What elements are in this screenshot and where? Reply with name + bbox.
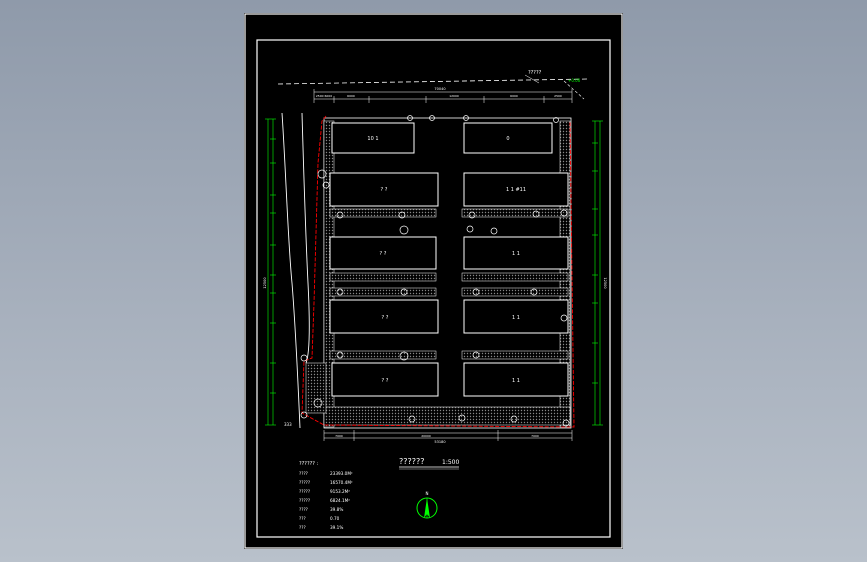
- drawing-sheet: ????? +0.00 70040 2500 6000 6000 12000 6…: [244, 13, 623, 549]
- right-dimension-chain: [592, 120, 603, 426]
- top-dim-2: 6000: [347, 94, 355, 98]
- buildings-layer: [329, 122, 569, 397]
- building-2[interactable]: [463, 122, 553, 154]
- top-dim-3: 12000: [449, 94, 459, 98]
- corner-label: 333: [284, 422, 292, 427]
- building-7[interactable]: [329, 299, 439, 334]
- road-line-right: [563, 80, 585, 100]
- legend-row-3-value: 9153.2M²: [330, 489, 350, 494]
- bottom-dimension-lines: [323, 430, 573, 441]
- north-label: N: [426, 491, 429, 496]
- building-5-label: ? ?: [380, 251, 387, 257]
- legend-row-1-value: 23393.0M²: [330, 471, 353, 476]
- legend-row-6-value: 0.70: [330, 516, 340, 521]
- building-10[interactable]: [463, 362, 569, 397]
- drawing-title: ??????: [399, 457, 424, 466]
- building-3-label: ? ?: [381, 187, 388, 193]
- legend-row-3-label: ?????: [299, 489, 310, 494]
- outer-frame: [244, 13, 623, 549]
- left-total-dim: 12500: [263, 277, 267, 288]
- legend-row-4-label: ?????: [299, 498, 310, 503]
- legend-row-7-label: ???: [299, 525, 306, 530]
- road-label: ?????: [528, 70, 542, 76]
- building-1-label: 10 1: [367, 136, 378, 142]
- left-road-edge-outer: [281, 112, 301, 429]
- left-dimension-ticks: [270, 138, 276, 394]
- building-8[interactable]: [463, 299, 569, 334]
- right-dimension-ticks: [592, 142, 598, 384]
- legend-row-4-value: 6824.1M²: [330, 498, 350, 503]
- building-6-label: 1 1: [512, 251, 520, 257]
- road-leader: [524, 74, 540, 84]
- building-labels: 10 1 0 ? ? 1 1 #11 ? ? 1 1 ? ? 1 1 ? ? 1…: [367, 136, 526, 384]
- building-7-label: ? ?: [382, 315, 389, 321]
- road-line: [277, 78, 590, 85]
- top-dim-1: 2500 6000: [316, 94, 332, 98]
- legend-heading: ?????? :: [299, 461, 319, 467]
- property-boundary: [301, 115, 575, 428]
- top-total-dim: 70040: [434, 87, 445, 91]
- bottom-dim-3: 7000: [531, 434, 539, 438]
- top-dim-4: 6000: [510, 94, 518, 98]
- building-8-label: 1 1: [512, 315, 520, 321]
- building-9-label: ? ?: [382, 378, 389, 384]
- legend-row-7-value: 39.1%: [330, 525, 343, 530]
- building-5[interactable]: [329, 236, 437, 270]
- inner-frame: [256, 39, 611, 538]
- left-road-edge-inner: [301, 112, 310, 364]
- building-2-label: 0: [506, 136, 509, 142]
- building-10-label: 1 1: [512, 378, 520, 384]
- building-4[interactable]: [463, 172, 569, 207]
- top-dim-5: 2500: [554, 94, 562, 98]
- building-3[interactable]: [329, 172, 439, 207]
- building-4-label: 1 1 #11: [506, 187, 526, 193]
- building-1[interactable]: [331, 122, 415, 154]
- legend-rows: ???? 23393.0M² ????? 16570.4M² ????? 915…: [299, 471, 353, 530]
- top-dimension-lines: [313, 89, 573, 103]
- north-arrow-icon: [416, 497, 438, 519]
- legend-row-5-label: ????: [299, 507, 308, 512]
- right-total-dim: 12500: [603, 277, 607, 288]
- legend-row-5-value: 39.8%: [330, 507, 343, 512]
- building-9[interactable]: [331, 362, 439, 397]
- building-6[interactable]: [463, 236, 569, 270]
- legend-row-2-label: ?????: [299, 480, 310, 485]
- left-dimension-chain: [265, 118, 276, 426]
- legend-row-6-label: ???: [299, 516, 306, 521]
- bottom-dim-2: 20000: [421, 434, 431, 438]
- tree-symbols: [300, 115, 570, 427]
- bottom-total-dim: 53180: [434, 440, 445, 444]
- legend-row-1-label: ????: [299, 471, 308, 476]
- bottom-dim-1: 7000: [335, 434, 343, 438]
- drawing-scale: 1:500: [442, 459, 459, 466]
- road-elevation: +0.00: [568, 78, 581, 83]
- legend-row-2-value: 16570.4M²: [330, 480, 353, 485]
- planting-strips: [305, 120, 571, 428]
- site-plan-drawing: ????? +0.00 70040 2500 6000 6000 12000 6…: [244, 13, 623, 549]
